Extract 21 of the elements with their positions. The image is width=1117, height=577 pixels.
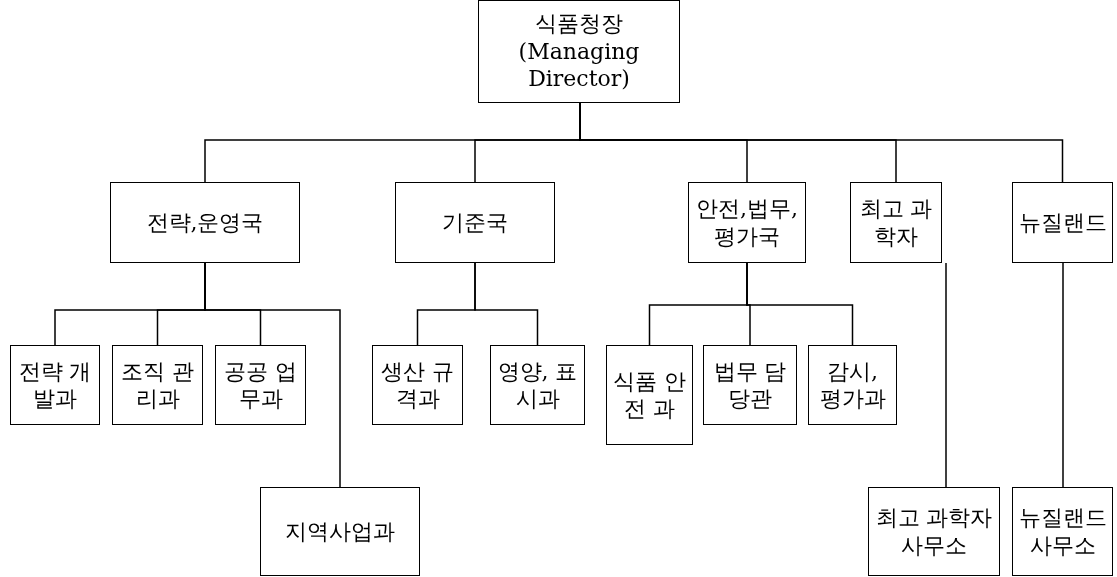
org-box: 뉴질랜드 [1012, 182, 1113, 263]
org-box: 뉴질랜드 사무소 [1012, 487, 1113, 576]
org-box: 감시, 평가과 [808, 345, 897, 425]
org-box: 조직 관리과 [112, 345, 203, 425]
org-box: 기준국 [395, 182, 555, 263]
org-box: 지역사업과 [260, 487, 420, 576]
connector-line [1062, 262, 1064, 488]
org-box: 공공 업무과 [215, 345, 306, 425]
org-box: 최고 과학자 사무소 [868, 487, 1000, 576]
org-box: 최고 과학자 [850, 182, 942, 263]
org-box: 생산 규격과 [372, 345, 463, 425]
org-box: 안전,법무, 평가국 [688, 182, 806, 263]
connector-line [474, 262, 539, 346]
connector-line [746, 262, 854, 346]
org-box: 전략 개발과 [10, 345, 100, 425]
org-box: 법무 담당관 [703, 345, 797, 425]
org-box: 식품청장 (Managing Director) [478, 0, 680, 103]
org-box: 식품 안전 과 [606, 345, 693, 445]
org-box: 전략,운영국 [110, 182, 300, 263]
connector-line [945, 262, 947, 488]
org-box: 영양, 표시과 [490, 345, 585, 425]
